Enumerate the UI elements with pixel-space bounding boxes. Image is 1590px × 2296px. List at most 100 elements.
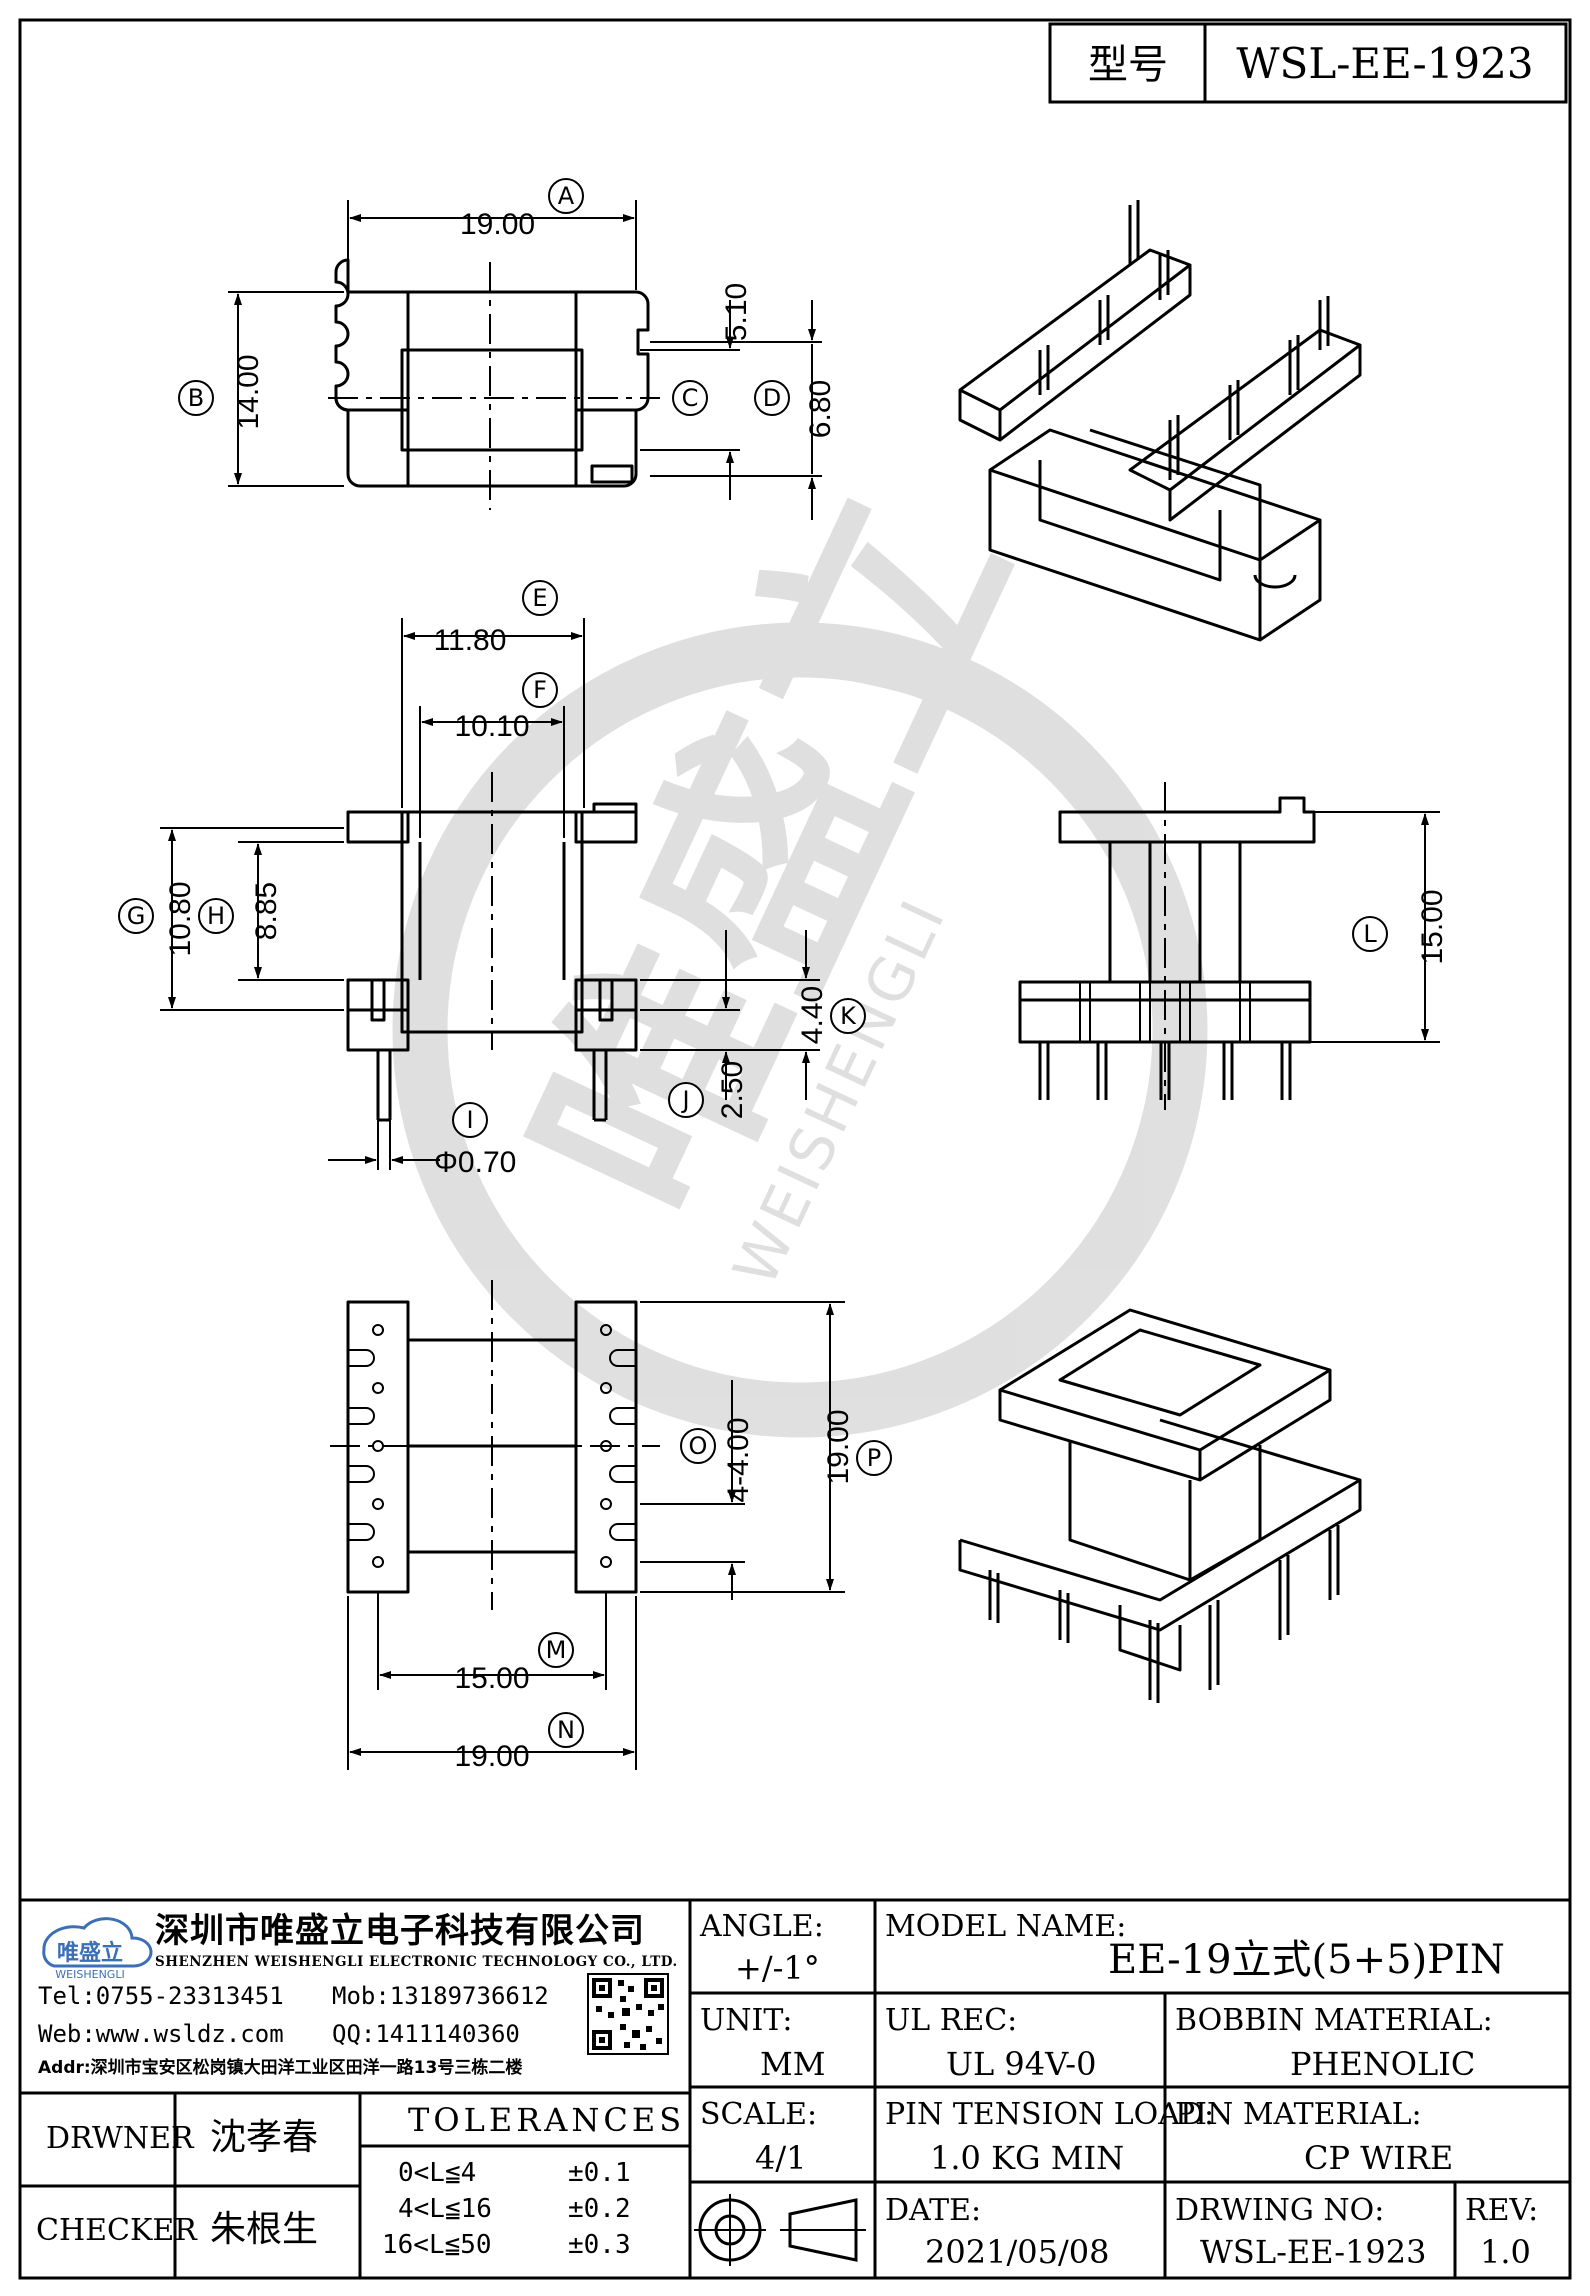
pin-material-value: CP WIRE bbox=[1304, 2139, 1454, 2177]
tol-value-3: ±0.3 bbox=[568, 2230, 631, 2260]
company-tel: Tel:0755-23313451 bbox=[38, 1982, 284, 2010]
logo-text: 唯盛立 bbox=[57, 1940, 123, 1966]
svg-text:B: B bbox=[188, 384, 204, 412]
dim-f-value: 10.10 bbox=[454, 710, 529, 743]
svg-text:L: L bbox=[1363, 920, 1377, 948]
unit-label: UNIT: bbox=[700, 2003, 793, 2038]
svg-text:H: H bbox=[207, 902, 225, 930]
dim-g-value: 10.80 bbox=[164, 881, 197, 956]
watermark-cn: 唯盛立 bbox=[480, 452, 1061, 1255]
title-box: 型号 WSL-EE-1923 bbox=[1048, 22, 1568, 104]
dim-p-value: 19.00 bbox=[822, 1409, 855, 1484]
dim-a-value: 19.00 bbox=[460, 208, 535, 241]
svg-text:C: C bbox=[682, 384, 699, 412]
svg-text:N: N bbox=[557, 1716, 575, 1744]
model-name-label: MODEL NAME: bbox=[885, 1909, 1127, 1944]
svg-text:K: K bbox=[840, 1002, 857, 1030]
tol-value-1: ±0.1 bbox=[568, 2158, 631, 2188]
title-box-label: 型号 bbox=[1088, 42, 1168, 88]
qr-code bbox=[587, 1973, 669, 2055]
marker-c: C bbox=[672, 380, 708, 416]
drwing-no-label: DRWING NO: bbox=[1175, 2193, 1385, 2228]
angle-value: +/-1° bbox=[735, 1949, 820, 1987]
title-block-grid bbox=[20, 1898, 1570, 2278]
marker-g: G bbox=[118, 898, 154, 934]
marker-e: E bbox=[522, 580, 558, 616]
dim-k-value: 4.40 bbox=[796, 986, 829, 1044]
drwing-no-value: WSL-EE-1923 bbox=[1200, 2233, 1427, 2271]
svg-text:F: F bbox=[533, 676, 547, 704]
dim-e-value: 11.80 bbox=[434, 624, 507, 657]
iso-view-bottom bbox=[958, 1308, 1362, 1703]
rev-value: 1.0 bbox=[1480, 2233, 1531, 2271]
dim-c-value: 5.10 bbox=[720, 283, 753, 341]
company-addr: Addr:深圳市宝安区松岗镇大田洋工业区田洋一路13号三栋二楼 bbox=[38, 2058, 523, 2078]
pin-tension-value: 1.0 KG MIN bbox=[930, 2139, 1125, 2177]
sheet-border bbox=[18, 18, 1572, 2280]
marker-h: H bbox=[198, 898, 234, 934]
marker-j: J bbox=[668, 1082, 704, 1118]
marker-f: F bbox=[522, 672, 558, 708]
ul-label: UL REC: bbox=[885, 2003, 1018, 2038]
tol-value-2: ±0.2 bbox=[568, 2194, 631, 2224]
dim-j-value: 2.50 bbox=[716, 1061, 749, 1119]
title-box-model: WSL-EE-1923 bbox=[1236, 39, 1533, 88]
scale-label: SCALE: bbox=[700, 2097, 818, 2132]
marker-p: P bbox=[856, 1440, 892, 1476]
marker-k: K bbox=[830, 998, 866, 1034]
dim-i-value: Φ0.70 bbox=[434, 1146, 516, 1179]
tol-range-3: 16<L≦50 bbox=[382, 2230, 492, 2260]
marker-n: N bbox=[548, 1712, 584, 1748]
bobbin-value: PHENOLIC bbox=[1290, 2045, 1476, 2083]
bobbin-label: BOBBIN MATERIAL: bbox=[1175, 2003, 1493, 2038]
svg-text:E: E bbox=[532, 584, 547, 612]
company-qq: QQ:1411140360 bbox=[332, 2020, 520, 2048]
rev-label: REV: bbox=[1465, 2193, 1539, 2228]
dim-m-value: 15.00 bbox=[454, 1662, 529, 1695]
tol-range-1: 0<L≦4 bbox=[398, 2158, 477, 2188]
ul-value: UL 94V-0 bbox=[946, 2045, 1097, 2083]
marker-a: A bbox=[548, 178, 584, 214]
svg-text:M: M bbox=[546, 1636, 567, 1664]
drawer-label: DRWNER bbox=[46, 2121, 194, 2156]
dim-n-value: 19.00 bbox=[454, 1740, 529, 1773]
projection-symbol bbox=[694, 2194, 866, 2266]
marker-l: L bbox=[1352, 916, 1388, 952]
svg-text:A: A bbox=[558, 182, 575, 210]
marker-d: D bbox=[754, 380, 790, 416]
company-logo: 唯盛立 WEISHENGLI bbox=[42, 1917, 153, 1981]
date-value: 2021/05/08 bbox=[925, 2233, 1110, 2271]
marker-b: B bbox=[178, 380, 214, 416]
marker-i: I bbox=[452, 1102, 488, 1138]
top-view bbox=[334, 258, 650, 488]
dim-d-value: 6.80 bbox=[804, 380, 837, 438]
svg-text:O: O bbox=[689, 1432, 708, 1460]
model-name-value: EE-19立式(5+5)PIN bbox=[1108, 1937, 1505, 1983]
front-view bbox=[346, 802, 638, 1122]
checker-label: CHECKER bbox=[36, 2213, 197, 2248]
svg-text:D: D bbox=[763, 384, 781, 412]
dim-b-value: 14.00 bbox=[232, 354, 265, 429]
angle-label: ANGLE: bbox=[700, 1909, 824, 1944]
date-label: DATE: bbox=[885, 2193, 982, 2228]
pin-tension-label: PIN TENSION LOAD: bbox=[885, 2097, 1215, 2132]
dim-h-value: 8.85 bbox=[250, 882, 283, 940]
company-name-en: SHENZHEN WEISHENGLI ELECTRONIC TECHNOLOG… bbox=[155, 1954, 678, 1970]
iso-view-top bbox=[958, 200, 1362, 642]
company-mob: Mob:13189736612 bbox=[332, 1982, 549, 2010]
logo-sub: WEISHENGLI bbox=[55, 1968, 124, 1981]
checker-value: 朱根生 bbox=[210, 2209, 319, 2250]
tol-range-2: 4<L≦16 bbox=[398, 2194, 492, 2224]
svg-text:J: J bbox=[680, 1086, 689, 1114]
marker-o: O bbox=[680, 1428, 716, 1464]
dim-l-value: 15.00 bbox=[1416, 889, 1449, 964]
unit-value: MM bbox=[760, 2045, 826, 2083]
svg-text:I: I bbox=[466, 1106, 473, 1134]
company-name-cn: 深圳市唯盛立电子科技有限公司 bbox=[155, 1911, 645, 1951]
dim-o-value: 4-4.00 bbox=[722, 1417, 755, 1502]
svg-text:G: G bbox=[127, 902, 146, 930]
tolerances-label: TOLERANCES bbox=[408, 2101, 686, 2139]
marker-m: M bbox=[538, 1632, 574, 1668]
scale-value: 4/1 bbox=[755, 2139, 807, 2177]
